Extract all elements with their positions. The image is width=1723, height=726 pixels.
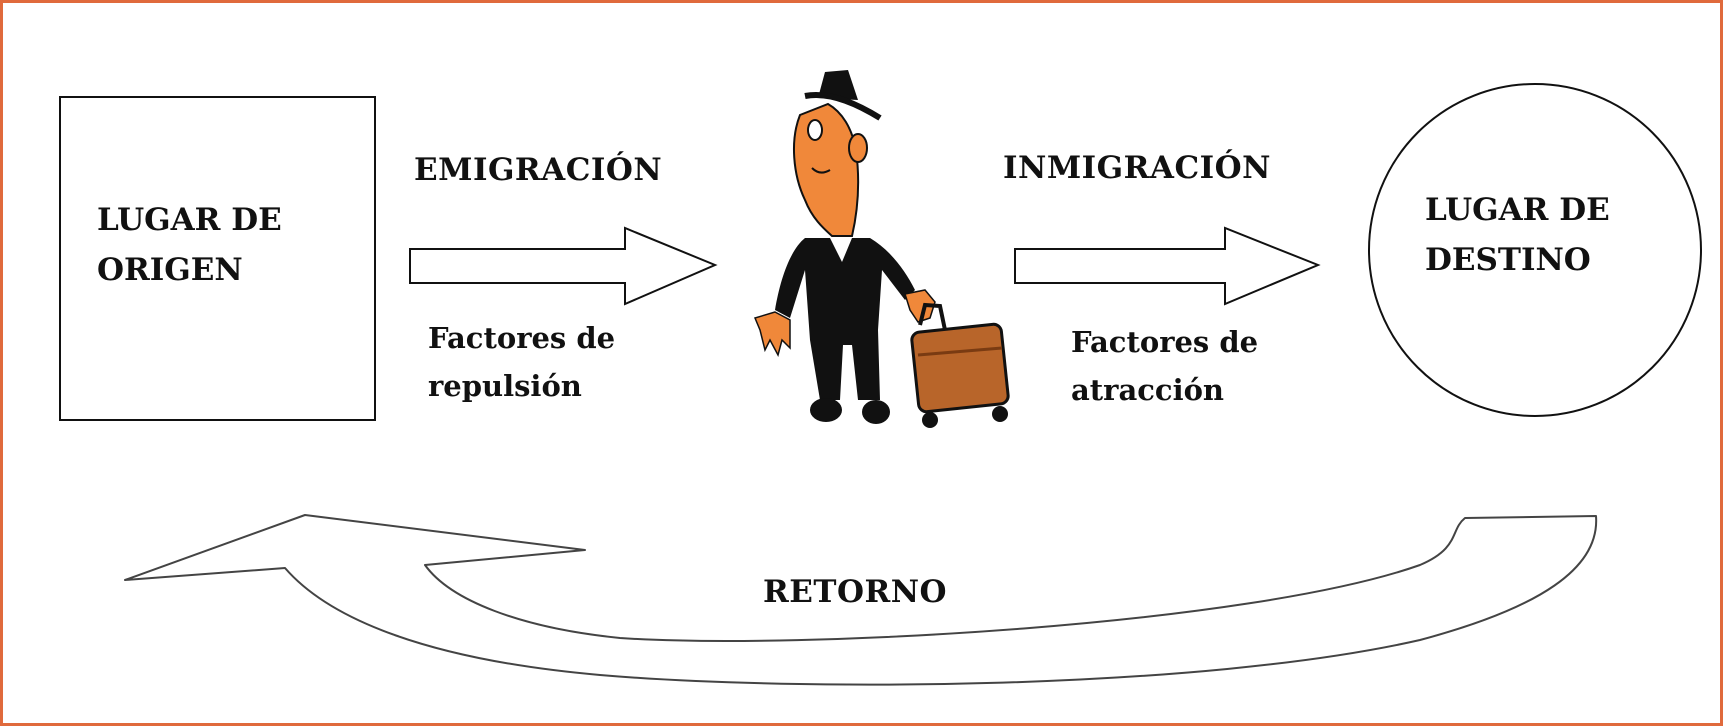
hat-icon — [818, 70, 858, 100]
immigration-arrow — [1014, 226, 1321, 306]
pull-factors-line2: atracción — [1071, 373, 1225, 407]
pull-factors-line1: Factores de — [1071, 325, 1259, 359]
return-arrow — [124, 514, 1598, 686]
push-factors-line1: Factores de — [428, 321, 616, 355]
origin-label-line2: ORIGEN — [97, 252, 243, 288]
return-label: RETORNO — [763, 574, 948, 610]
destination-circle — [1368, 83, 1702, 417]
suitcase-icon — [910, 302, 1010, 428]
origin-label-line1: LUGAR DE — [97, 202, 282, 238]
origin-box — [59, 96, 376, 421]
destination-label-line1: LUGAR DE — [1425, 192, 1610, 228]
destination-label-line2: DESTINO — [1425, 242, 1591, 278]
push-factors-line2: repulsión — [428, 369, 582, 403]
emigration-label: EMIGRACIÓN — [414, 152, 663, 188]
immigration-label: INMIGRACIÓN — [1003, 150, 1271, 186]
traveler-illustration — [753, 70, 1010, 428]
emigration-arrow — [409, 226, 718, 306]
